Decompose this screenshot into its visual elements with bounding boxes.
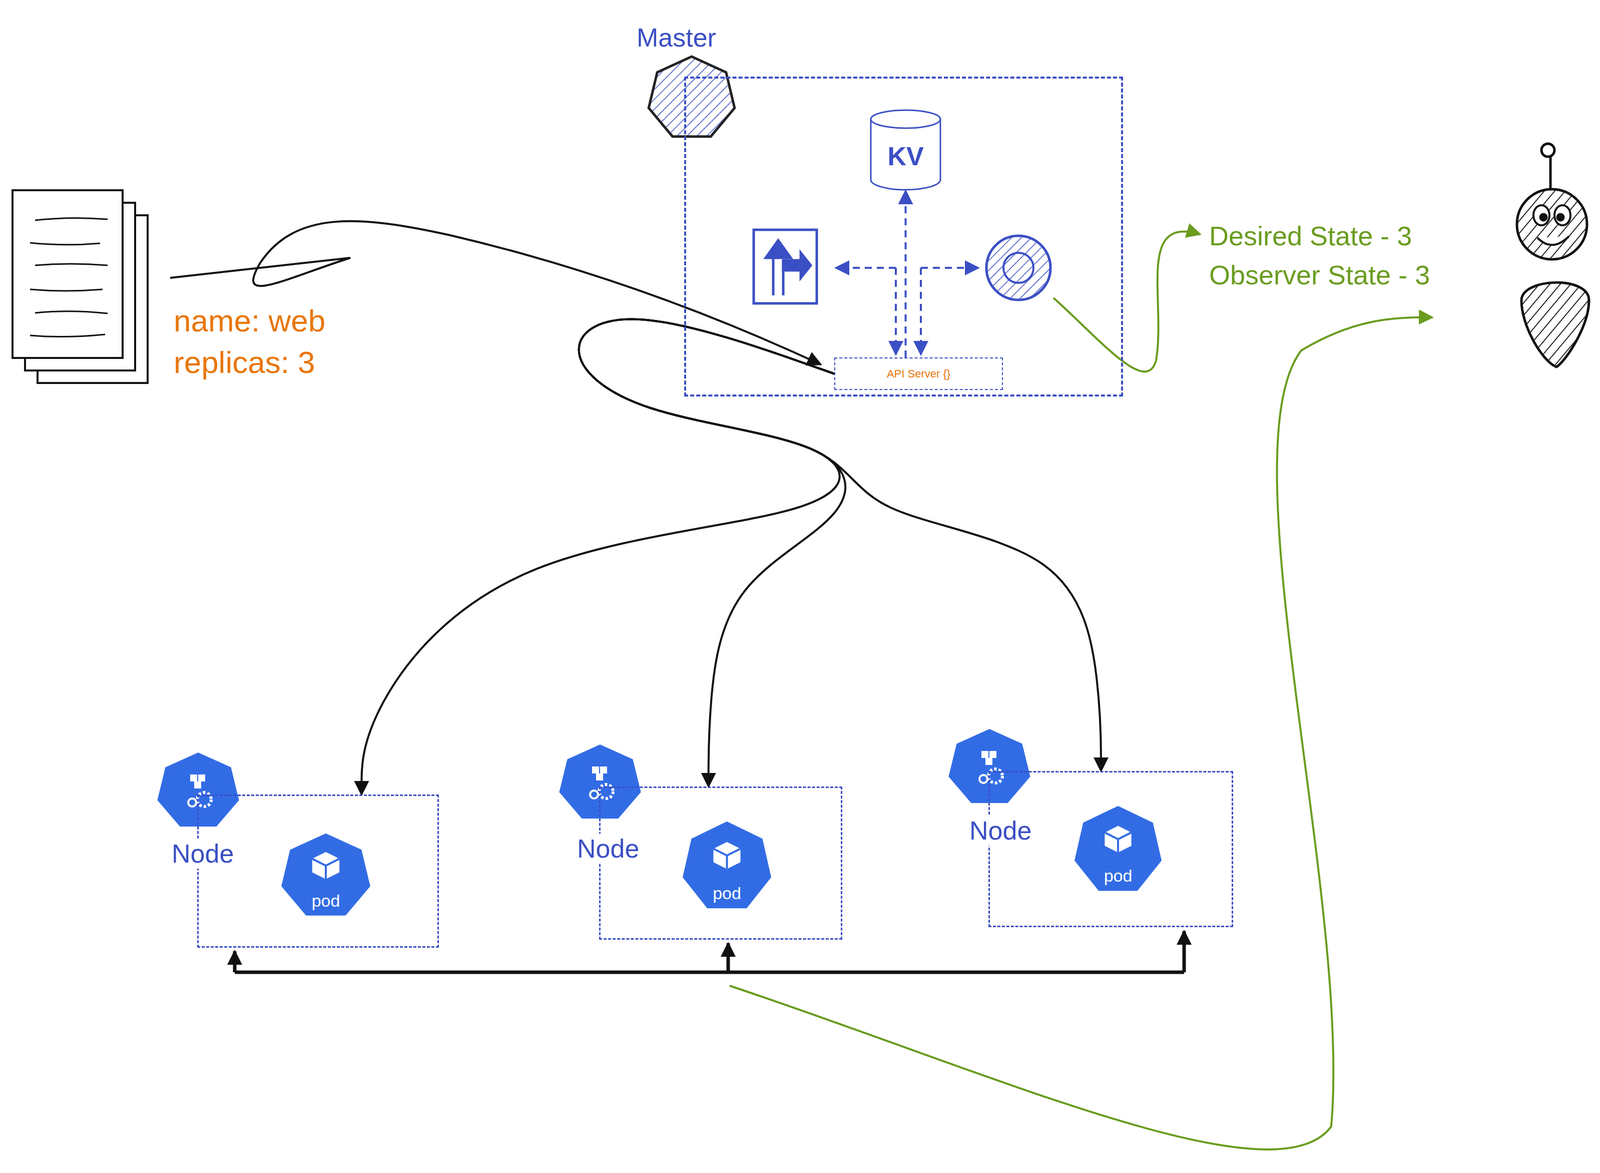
state-note: Desired State - 3 bbox=[1209, 220, 1412, 252]
node-heading: Master bbox=[634, 22, 719, 53]
connector bbox=[904, 190, 907, 358]
pod-shape bbox=[1104, 832, 1132, 853]
robot-figure bbox=[1540, 214, 1547, 221]
node-icon bbox=[979, 774, 988, 783]
node-icon bbox=[188, 798, 197, 807]
group-box: Nodepod bbox=[197, 794, 439, 948]
node-text: pod bbox=[1104, 865, 1133, 886]
document-icon bbox=[30, 242, 101, 245]
pod-shape bbox=[312, 851, 340, 879]
group-box: Nodepod bbox=[599, 786, 843, 940]
node-icon bbox=[592, 766, 600, 774]
manifest-text: name: web bbox=[173, 302, 326, 339]
robot-figure bbox=[1541, 143, 1555, 157]
node-text: API Server {} bbox=[886, 367, 951, 381]
document-icon bbox=[30, 334, 106, 337]
node-bus bbox=[726, 942, 731, 972]
scheduler-icon bbox=[783, 252, 811, 278]
group-box: MasterKVAPI Server {} bbox=[684, 76, 1124, 397]
node-text: pod bbox=[712, 883, 742, 903]
group-box: Nodepod bbox=[988, 770, 1234, 927]
internal-dashed-arrows bbox=[835, 267, 979, 355]
robot-figure bbox=[1557, 214, 1564, 221]
node-icons bbox=[156, 727, 1032, 828]
manifest-text: replicas: 3 bbox=[173, 344, 316, 380]
robot-figure bbox=[1516, 189, 1587, 260]
internal-dashed-arrows bbox=[920, 266, 979, 269]
document-icon bbox=[35, 217, 108, 221]
node-text: KV bbox=[887, 141, 924, 172]
pod-shape bbox=[713, 841, 741, 869]
master-icon bbox=[648, 56, 735, 137]
node-bus bbox=[233, 950, 237, 972]
robot-figure bbox=[1549, 155, 1552, 190]
robot-figure bbox=[1554, 205, 1571, 226]
connector bbox=[579, 319, 846, 787]
observe-curve bbox=[729, 317, 1433, 1150]
document-icon bbox=[35, 311, 108, 314]
master-icon bbox=[648, 56, 735, 137]
node-icon bbox=[590, 790, 599, 799]
node-heading: Node bbox=[575, 833, 642, 864]
internal-dashed-arrows bbox=[835, 266, 896, 269]
node-icon bbox=[985, 757, 993, 765]
node-bus bbox=[234, 930, 1185, 972]
node-bus bbox=[1182, 930, 1187, 972]
internal-dashed-arrows bbox=[894, 267, 897, 355]
node-icon bbox=[989, 750, 997, 758]
pod-shape bbox=[681, 819, 773, 910]
node-bus bbox=[234, 970, 1185, 974]
pod-heptagon: pod bbox=[678, 818, 776, 916]
apply-curve bbox=[170, 221, 821, 365]
node-heading: Node bbox=[967, 815, 1034, 846]
node-icon bbox=[981, 750, 989, 758]
internal-dashed-arrows bbox=[919, 267, 922, 355]
robot-figure bbox=[1516, 143, 1589, 367]
document-icon bbox=[30, 217, 108, 337]
database-cylinder: KV bbox=[869, 109, 942, 191]
connector bbox=[361, 319, 840, 795]
controller-icon bbox=[986, 235, 1051, 300]
scheduler-icon bbox=[765, 240, 791, 258]
pod-shape bbox=[312, 858, 340, 879]
controller-icon bbox=[1003, 252, 1034, 283]
scheduler-icon bbox=[753, 229, 817, 304]
pod-shape bbox=[279, 831, 372, 917]
node-icon bbox=[190, 774, 198, 782]
cylinder-shape bbox=[870, 110, 941, 129]
document-icon bbox=[12, 190, 123, 358]
pod-heptagon: pod bbox=[1070, 802, 1166, 898]
scheduler-icon bbox=[773, 252, 784, 296]
robot-figure bbox=[1533, 205, 1550, 226]
pod-heptagon: pod bbox=[277, 830, 375, 923]
node-icon bbox=[600, 766, 608, 774]
document-icon bbox=[30, 289, 103, 291]
node-icon bbox=[194, 781, 202, 789]
pod-shape bbox=[1073, 804, 1163, 892]
cylinder-shape bbox=[870, 119, 941, 190]
node-heading: Node bbox=[169, 838, 236, 869]
node-icon bbox=[596, 773, 604, 781]
status-curve bbox=[1053, 231, 1201, 372]
document-icon bbox=[12, 190, 148, 383]
process-box: API Server {} bbox=[834, 357, 1003, 390]
connector bbox=[579, 319, 1102, 771]
pod-shape bbox=[713, 848, 741, 869]
robot-figure bbox=[1521, 282, 1589, 367]
node-text: pod bbox=[311, 890, 341, 911]
pod-shape bbox=[1104, 825, 1132, 853]
controller-icon bbox=[986, 235, 1051, 300]
robot-figure bbox=[1537, 236, 1569, 245]
scheduler-icon bbox=[753, 229, 817, 304]
document-icon bbox=[35, 263, 108, 266]
state-note: Observer State - 3 bbox=[1209, 259, 1430, 291]
node-icon bbox=[198, 774, 206, 782]
